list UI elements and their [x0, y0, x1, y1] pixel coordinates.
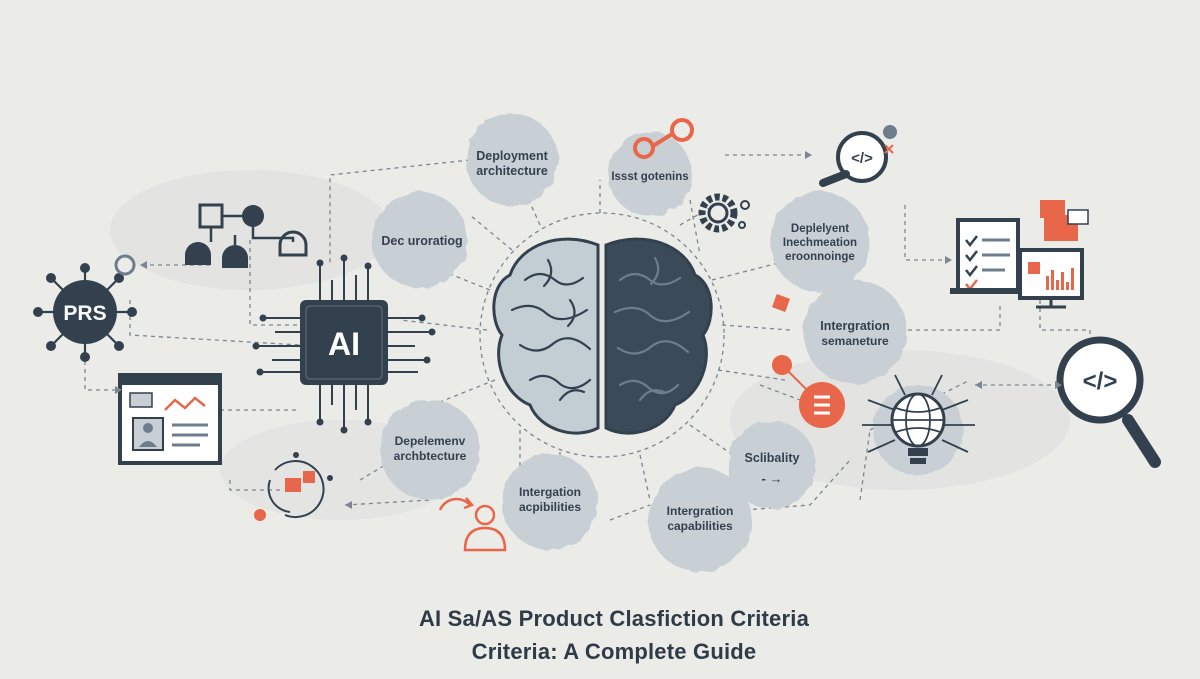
brain-icon — [492, 237, 713, 435]
label-intergation-acpibilities-2: acpibilities — [519, 500, 581, 514]
label-deployment-inechmeation-3: eroonnoinge — [785, 251, 855, 263]
code-magnifier-icon: </> — [1056, 336, 1161, 468]
label-intergration-capabilities-2: capabilities — [667, 519, 733, 533]
bubble-deployment-inechmeation — [770, 192, 870, 292]
bubble-labels: Deployment architecture Issst gotenins D… — [381, 149, 889, 533]
bubble-scliability — [728, 421, 816, 509]
bubble-intergration-capabilities — [648, 468, 752, 572]
label-scliability-arrow: - → — [762, 471, 783, 486]
orange-nodes — [772, 294, 845, 428]
code-icon-text-large: </> — [1083, 368, 1118, 395]
label-deployment-architecture-bottom-1: Depelemenv — [395, 434, 466, 448]
label-intergration-capabilities-1: Intergration — [667, 504, 734, 518]
concept-bubbles — [372, 114, 907, 572]
label-scliability: Sclibality — [745, 451, 800, 465]
arrowheads — [115, 151, 1062, 509]
label-intergation-acpibilities-1: Intergation — [519, 485, 581, 499]
flowchart-icon — [185, 203, 308, 268]
label-intergration-semaneture-2: semaneture — [821, 334, 889, 348]
prs-label: PRS — [63, 302, 106, 325]
label-deployment-architecture-top-2: architecture — [476, 164, 548, 178]
bubble-deployment-architecture-bottom — [380, 400, 480, 500]
code-icon-text-small: </> — [851, 150, 873, 167]
label-deployment-architecture-bottom-2: archbtecture — [394, 449, 467, 463]
bubble-dec-uroratiog — [372, 192, 468, 288]
ai-chip-icon: AI — [252, 254, 436, 434]
globe-bulb-detail — [862, 374, 975, 464]
prs-virus-icon: PRS — [33, 254, 137, 362]
label-deployment-inechmeation-1: Deplelyent — [791, 223, 849, 235]
puzzle-network-icon — [254, 452, 333, 521]
label-intergration-semaneture-1: Intergration — [820, 319, 889, 333]
label-deployment-architecture-top-1: Deployment — [476, 149, 548, 163]
chip-label: AI — [328, 326, 360, 362]
bubble-intergration-semaneture — [803, 280, 907, 384]
browser-window-icon — [118, 373, 222, 465]
code-magnifier-icon-small: </> — [819, 125, 897, 187]
person-icon — [438, 497, 507, 552]
label-deployment-inechmeation-2: Inechmeation — [783, 237, 857, 249]
bubble-deployment-architecture-top — [466, 114, 558, 206]
gear-icon — [698, 193, 750, 233]
label-issue-gotenins: Issst gotenins — [611, 171, 688, 183]
link-nodes-icon — [633, 118, 694, 159]
bubble-intergation-acpibilities — [502, 454, 598, 550]
page-title-line-2: Criteria: A Complete Guide — [471, 639, 757, 664]
dashboard-icon — [950, 200, 1089, 309]
label-dec-uroratiog: Dec uroratiog — [381, 234, 462, 248]
bubble-issue-gotenins — [608, 132, 692, 216]
page-title-line-1: AI Sa/AS Product Clasfiction Criteria — [418, 606, 810, 631]
